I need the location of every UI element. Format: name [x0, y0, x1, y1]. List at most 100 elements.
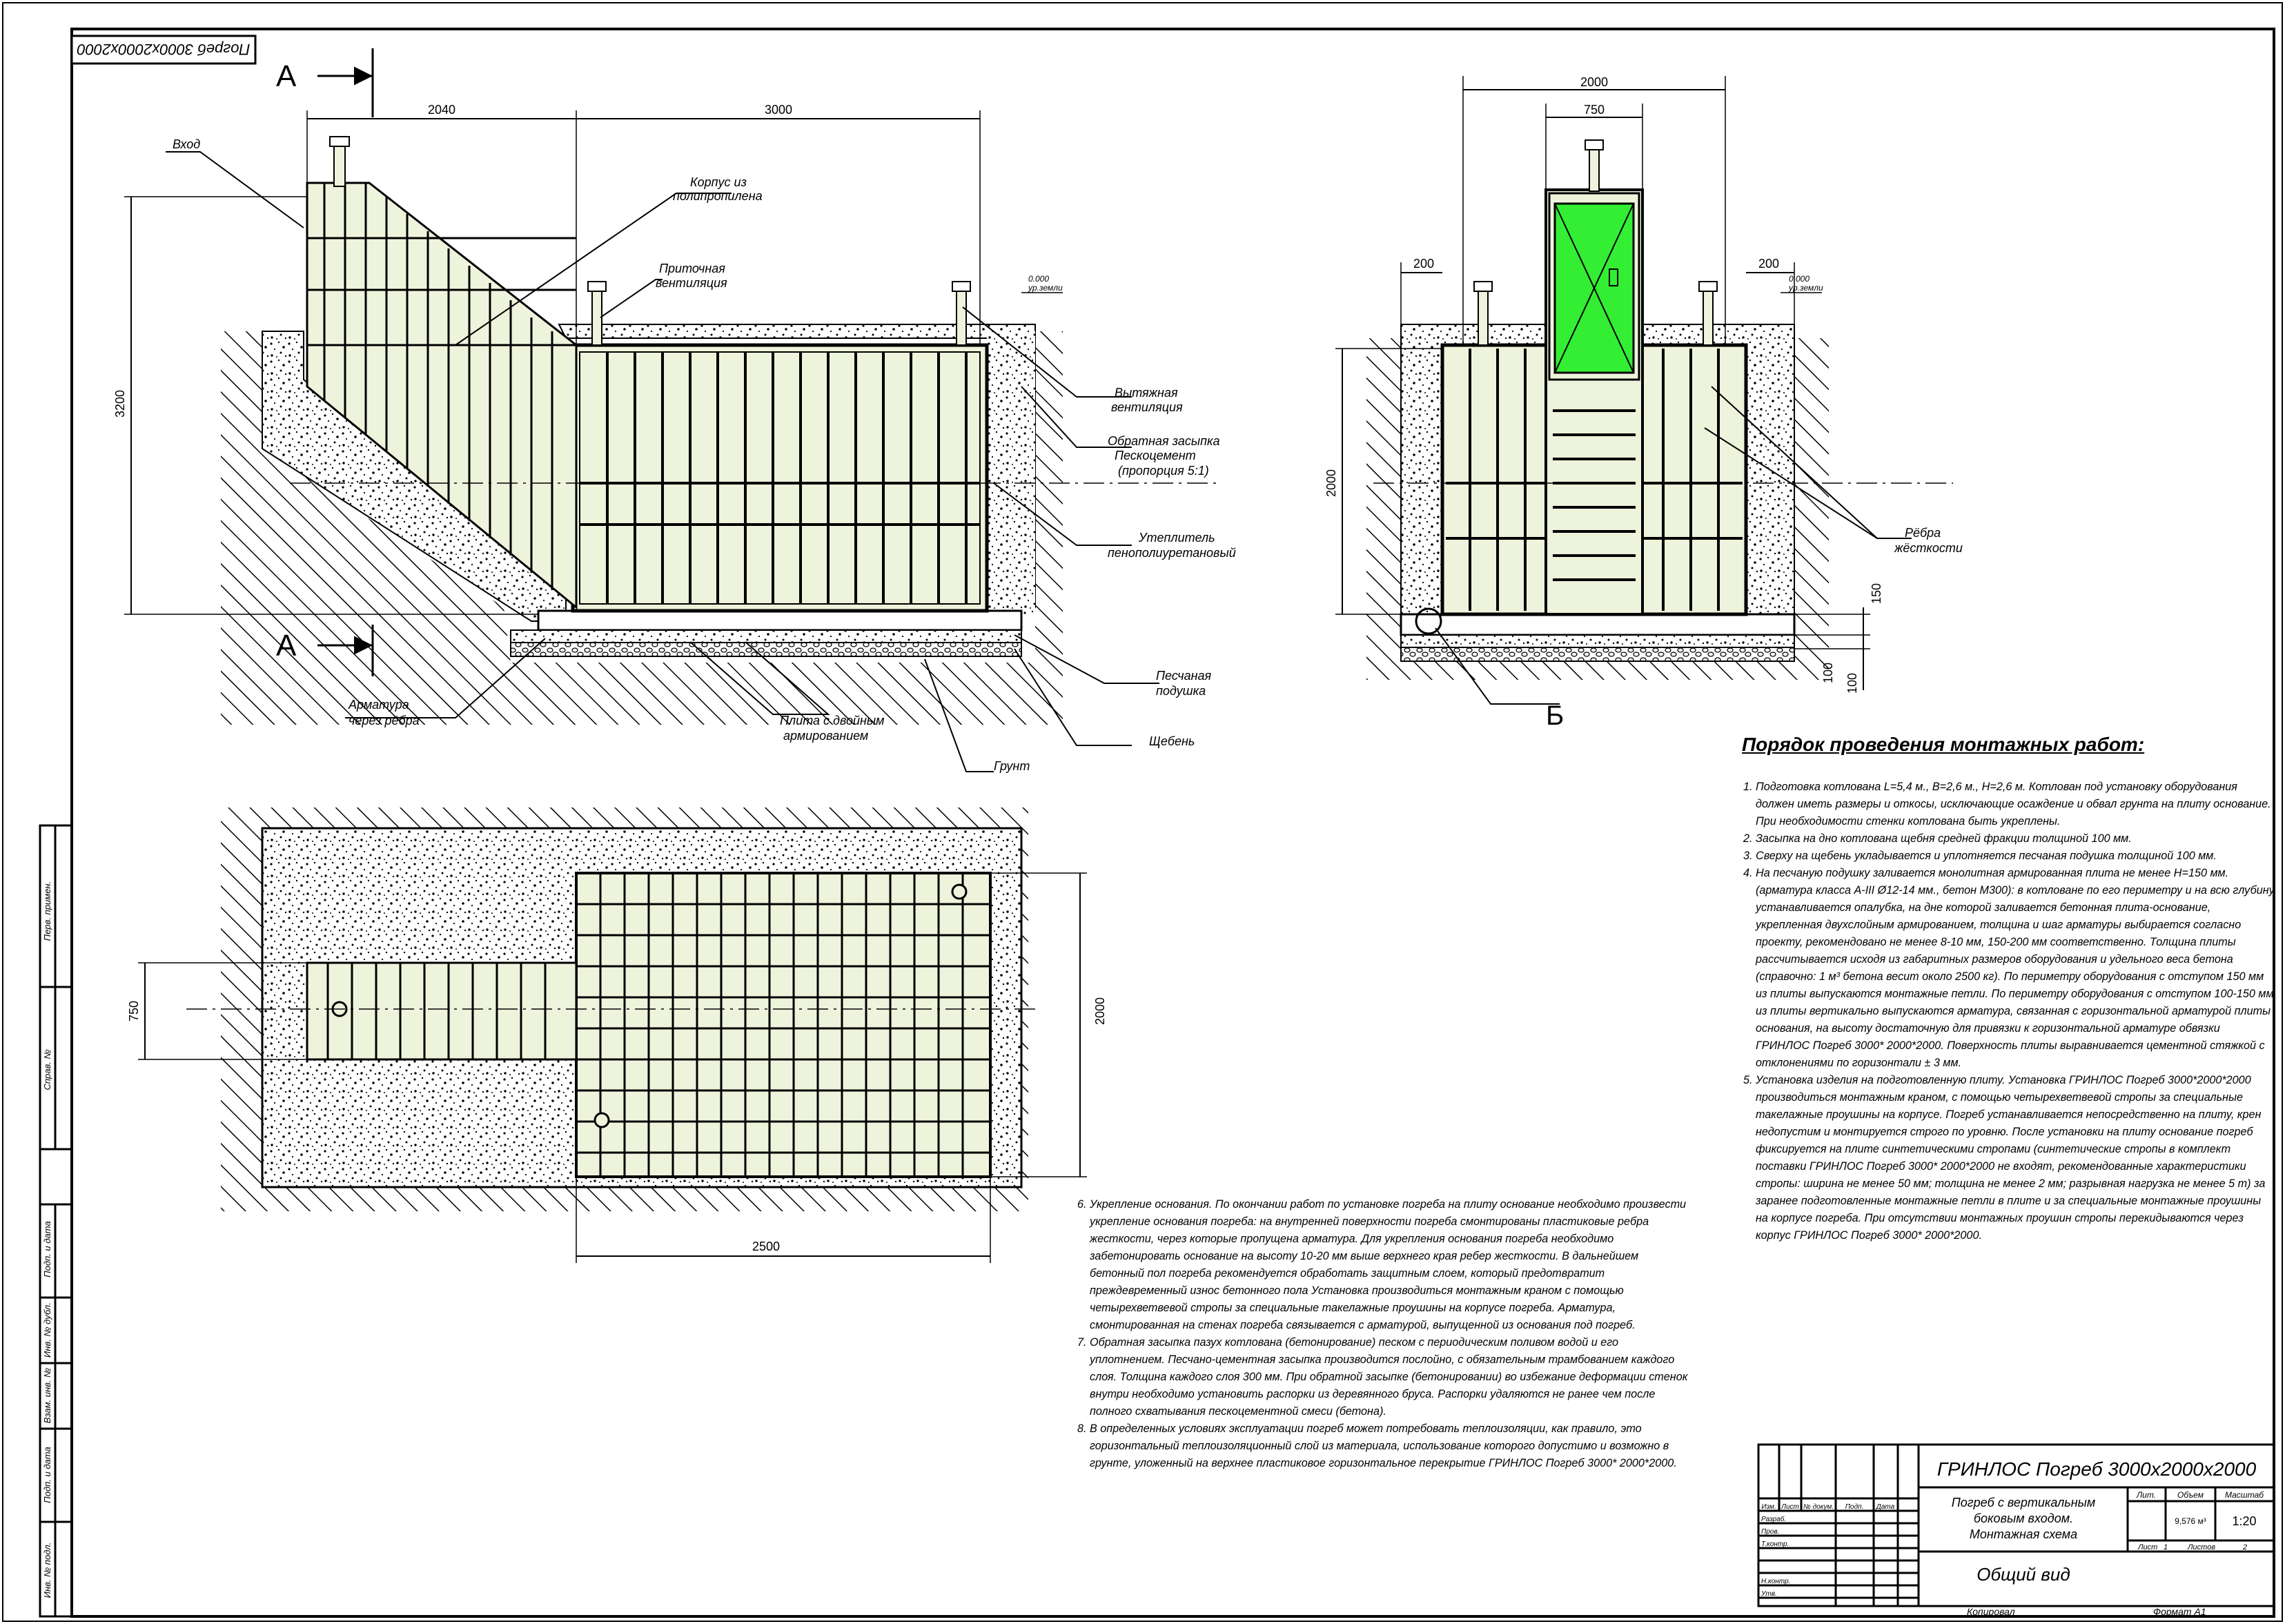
note-item-bottom-3: В определенных условиях эксплуатации пог… [1090, 1420, 1696, 1472]
stamp-sprav-no: Справ. № [42, 1049, 52, 1090]
tb-col-podp: Подп. [1845, 1503, 1864, 1511]
note-item-bottom-1: Укрепление основания. По окончании работ… [1090, 1196, 1696, 1334]
tb-h-masht: Масштаб [2225, 1490, 2264, 1500]
margin-stamps [39, 824, 73, 1618]
label-sheben: Щебень [1149, 734, 1195, 748]
note-item-3: Сверху на щебень укладывается и уплотняе… [1756, 848, 2275, 865]
dim-750-top: 750 [1584, 103, 1605, 117]
top-stamp: Погреб 3000х2000х2000 [70, 35, 257, 65]
section-mark-b: Б [1546, 701, 1564, 731]
tb-sheet-no: 1 [2164, 1543, 2168, 1552]
notes-title: Порядок проведения монтажных работ: [1742, 734, 2145, 755]
plan-cellar [575, 872, 992, 1178]
dim-150: 150 [1870, 583, 1883, 604]
plan-view: 750 2000 2500 [127, 808, 1107, 1263]
label-utep-1: Утеплитель [1138, 531, 1215, 545]
top-stamp-text: Погреб 3000х2000х2000 [77, 41, 251, 58]
tb-desc-2: боковым входом. [1974, 1512, 2073, 1525]
stamp-podp-data-2: Подп. и дата [42, 1447, 52, 1503]
section-mark-a-bottom: А [276, 629, 297, 663]
label-armatura-1: Арматура [348, 698, 409, 712]
label-zasypka-3: (пропорция 5:1) [1118, 464, 1209, 478]
tb-scale: 1:20 [2232, 1514, 2256, 1528]
tb-row-utv: Утв. [1761, 1590, 1777, 1598]
backfill-slope [262, 331, 567, 622]
base-slab [537, 609, 1023, 632]
label-rebra-2: жёсткости [1894, 541, 1963, 555]
tb-desc-1: Погреб с вертикальным [1952, 1496, 2096, 1509]
label-pritoch-2: вентиляция [656, 276, 727, 290]
label-pesok-1: Песчаная [1156, 669, 1211, 683]
tb-volume: 9,576 м³ [2175, 1516, 2206, 1526]
label-rebra-1: Рёбра [1905, 526, 1941, 540]
left-section-view: А А 2040 3000 3200 0.000 ур.земли [113, 48, 1236, 773]
tb-h-obem: Объем [2177, 1490, 2204, 1500]
note-item-4: На песчаную подушку заливается монолитна… [1756, 865, 2275, 1072]
tb-format: Формат А1 [2153, 1606, 2206, 1617]
label-korpus-1: Корпус из [690, 175, 747, 189]
base-slab-right [1400, 613, 1796, 636]
label-zasypka-1: Обратная засыпка [1108, 434, 1220, 448]
plan-entrance [306, 961, 578, 1061]
supply-vent-pipe [591, 289, 602, 346]
label-zasypka-2: Пескоцемент [1115, 449, 1196, 462]
dim-200-left: 200 [1413, 257, 1434, 271]
section-mark-a-top: А [276, 59, 297, 93]
level-right-sub: ур.земли [1788, 283, 1823, 293]
dim-2000-top: 2000 [1580, 75, 1608, 89]
stamp-perv-primen: Перв. примен. [42, 881, 52, 941]
tb-sheets-label: Листов [2187, 1543, 2215, 1552]
title-block: ГРИНЛОС Погреб 3000х2000х2000 Погреб с в… [1757, 1443, 2275, 1617]
tb-product: ГРИНЛОС Погреб 3000х2000х2000 [1937, 1458, 2257, 1480]
tb-desc-3: Монтажная схема [1970, 1527, 2077, 1541]
dim-100a: 100 [1821, 663, 1835, 683]
entrance-vent-pipe [333, 144, 346, 187]
label-pesok-2: подушка [1156, 684, 1206, 698]
stamp-inv-dubl: Инв. № дубл. [42, 1302, 52, 1358]
backfill-right [987, 331, 1035, 614]
tb-col-izm: Изм. [1761, 1503, 1776, 1511]
label-vytyazh-2: вентиляция [1111, 400, 1183, 414]
right-section-view: 2000 750 200 200 2000 150 100 100 0.000 … [1324, 75, 1963, 731]
tb-row-prov: Пров. [1761, 1528, 1779, 1536]
dim-2000-plan: 2000 [1093, 997, 1107, 1025]
dim-3200: 3200 [113, 390, 127, 418]
label-utep-2: пенополиуретановый [1108, 546, 1236, 560]
notes-bottom-list: Укрепление основания. По окончании работ… [1075, 1196, 1696, 1472]
level-right: 0.000 [1789, 274, 1810, 284]
tb-kopiroval: Копировал [1967, 1606, 2015, 1617]
dim-2040: 2040 [428, 103, 455, 117]
tb-row-tkontr: Т.контр. [1761, 1540, 1789, 1548]
note-item-bottom-2: Обратная засыпка пазух котлована (бетони… [1090, 1334, 1696, 1420]
dim-100b: 100 [1845, 673, 1859, 694]
tb-col-doc: № докум. [1803, 1503, 1834, 1511]
label-armatura-2: через рёбра [349, 714, 420, 727]
label-plita-1: Плита с двойным [780, 714, 884, 727]
dim-750-plan: 750 [127, 1001, 141, 1021]
plan-vent-supply [594, 1112, 610, 1128]
label-pritoch-1: Приточная [659, 262, 725, 275]
tb-col-data: Дата [1876, 1503, 1895, 1511]
tb-sheet-label: Лист [2137, 1543, 2157, 1552]
label-plita-2: армированием [783, 729, 868, 743]
soil-hatch [221, 331, 1063, 725]
note-item-5: Установка изделия на подготовленную плит… [1756, 1072, 2275, 1244]
note-item-2: Засыпка на дно котлована щебня средней ф… [1756, 830, 2275, 848]
label-grunt: Грунт [994, 759, 1030, 773]
tb-h-lit: Лит. [2136, 1490, 2156, 1500]
tb-row-razrab: Разраб. [1761, 1515, 1786, 1523]
detail-b-circle [1415, 607, 1442, 635]
stamp-podp-data-1: Подп. и дата [42, 1221, 52, 1277]
dim-3000: 3000 [765, 103, 792, 117]
dim-200-right: 200 [1758, 257, 1779, 271]
stamp-vzam-inv: Взам. инв. № [42, 1368, 52, 1423]
stamp-inv-podl: Инв. № подл. [42, 1543, 52, 1598]
label-vhod: Вход [173, 137, 200, 151]
notes-right: Подготовка котлована L=5,4 м., В=2,6 м.,… [1740, 779, 2275, 1244]
tb-view: Общий вид [1977, 1564, 2070, 1585]
level-left-sub: ур.земли [1028, 283, 1063, 293]
door-handle-icon [1609, 268, 1618, 286]
plan-vent-exhaust [951, 883, 968, 900]
gravel-layer [510, 642, 1022, 657]
